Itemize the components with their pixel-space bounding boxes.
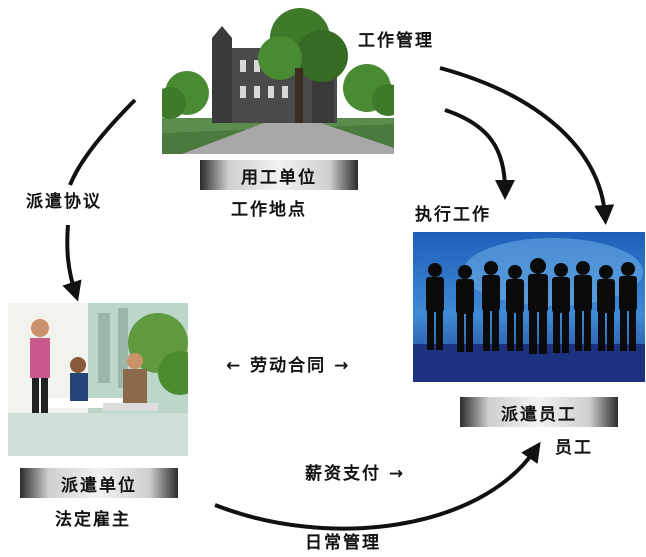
right-arrow-icon: → bbox=[388, 464, 406, 484]
employer-unit-caption: 工作地点 bbox=[231, 200, 307, 220]
dispatch-unit-caption: 法定雇主 bbox=[55, 510, 131, 530]
execute-work-label: 执行工作 bbox=[415, 205, 491, 225]
daily-management-label: 日常管理 bbox=[305, 533, 381, 553]
arrow-dispatch-agreement-top bbox=[68, 98, 137, 186]
building-image bbox=[162, 8, 394, 154]
arrow-execute-work bbox=[444, 108, 515, 200]
salary-payment-row: 薪资支付 → bbox=[305, 466, 405, 483]
dispatched-staff-badge: 派遣员工 bbox=[460, 397, 618, 427]
labor-contract-label: 劳动合同 bbox=[250, 356, 327, 376]
dispatched-staff-caption: 员工 bbox=[555, 438, 593, 458]
salary-payment-label: 薪资支付 bbox=[305, 464, 381, 484]
right-arrow-icon: → bbox=[334, 356, 351, 376]
dispatch-unit-badge: 派遣单位 bbox=[20, 468, 178, 498]
dispatch-agreement-label: 派遣协议 bbox=[26, 192, 102, 212]
office-scene-image bbox=[8, 303, 188, 456]
arrow-dispatch-agreement-bottom bbox=[62, 224, 82, 302]
arrow-work-management bbox=[439, 66, 615, 225]
labor-contract-row: ← 劳动合同 → bbox=[226, 358, 350, 375]
employer-unit-badge: 用工单位 bbox=[200, 160, 358, 190]
work-management-label: 工作管理 bbox=[358, 31, 434, 51]
arrow-daily-management bbox=[214, 441, 541, 531]
left-arrow-icon: ← bbox=[226, 356, 243, 376]
staff-silhouettes-image bbox=[413, 232, 645, 382]
